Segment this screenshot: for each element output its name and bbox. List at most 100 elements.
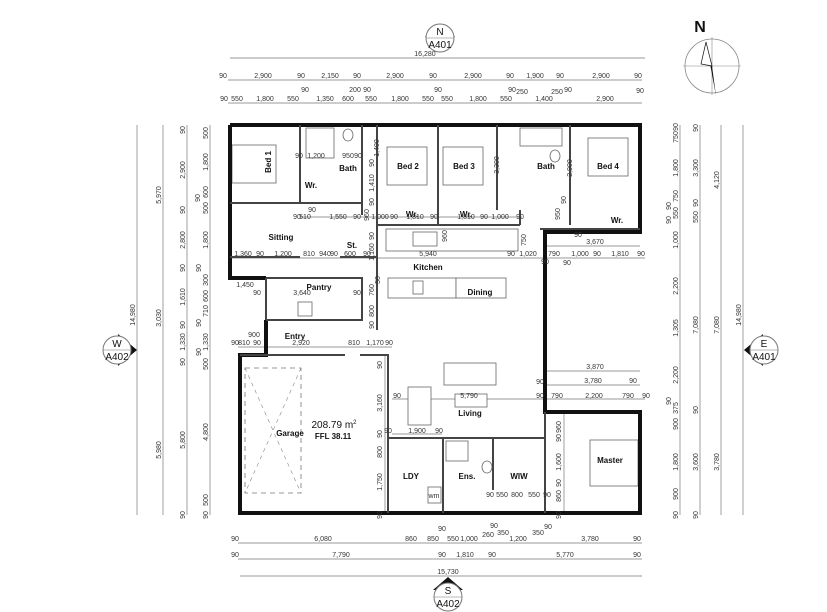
dimension-label: 90 [593, 251, 601, 258]
dimension-label: 90 [490, 523, 498, 530]
dimension-label: 790 [548, 251, 560, 258]
dimension-label: 3,780 [714, 453, 721, 471]
dimension-label: 1,800 [391, 96, 409, 103]
dimension-label: 800 [511, 492, 523, 499]
dimension-label: 90 [369, 232, 376, 240]
bath-1-tub [305, 127, 335, 159]
dimension-label: 4,120 [714, 171, 721, 189]
dimension-label: 1,810 [456, 552, 474, 559]
room-label-bed2: Bed 2 [397, 162, 419, 171]
dimension-label: 90 [544, 524, 552, 531]
dimension-label: 5,980 [156, 441, 163, 459]
dimension-label: 16,280 [414, 51, 436, 58]
pantry-stove [297, 301, 313, 317]
dimension-label: 3,780 [584, 378, 602, 385]
dimension-label: 900 [673, 488, 680, 500]
furniture [231, 127, 639, 504]
dimension-label: 1,800 [203, 153, 210, 171]
dimension-label: 90 [435, 428, 443, 435]
dimension-label: 2,900 [180, 161, 187, 179]
dimension-label: 90 [180, 126, 187, 134]
dimension-label: 90 [363, 251, 371, 258]
dimension-label: 90 [293, 214, 301, 221]
room-label-wr1: Wr. [305, 181, 317, 190]
marker-letter: E [761, 339, 768, 350]
toilet-icon [481, 460, 493, 474]
room-label-kitchen: Kitchen [413, 263, 442, 272]
dimension-label: 5,770 [556, 552, 574, 559]
dimension-label: 90 [220, 96, 228, 103]
dimension-label: 90 [377, 430, 384, 438]
dimension-label: 14,980 [130, 304, 137, 326]
dimension-label: 90 [253, 290, 261, 297]
dimension-label: 90 [693, 406, 700, 414]
dimension-label: 3,300 [494, 156, 501, 174]
sink-icon [412, 280, 424, 295]
dimension-label: 14,980 [736, 304, 743, 326]
dimension-label: 90 [556, 479, 563, 487]
dimension-label: 1,200 [274, 251, 292, 258]
dimension-label: 90 [369, 321, 376, 329]
dimension-label: 90 [377, 511, 384, 519]
dimension-label: 810 [303, 251, 315, 258]
dimension-label: 1,610 [180, 288, 187, 306]
dimension-label: 90 [536, 393, 544, 400]
dining-table [455, 277, 507, 299]
dimension-label: 2,200 [673, 366, 680, 384]
room-label-living: Living [458, 409, 482, 418]
room-label-wiw: WIW [510, 472, 528, 481]
room-label-entry: Entry [285, 332, 306, 341]
dimension-label: 90 [564, 87, 572, 94]
dimension-label: 90 [629, 378, 637, 385]
dimension-label: 3,670 [586, 239, 604, 246]
dimension-label: 375 [673, 402, 680, 414]
dimension-label: 2,900 [386, 73, 404, 80]
dimension-label: 90 [219, 73, 227, 80]
dimension-label: 2,800 [180, 231, 187, 249]
dimension-label: 90 [556, 73, 564, 80]
dimension-label: 90 [180, 358, 187, 366]
section-marker-east: E A401 [744, 334, 779, 366]
dimension-label: 2,900 [254, 73, 272, 80]
dimension-label: 750 [521, 234, 528, 246]
dimension-label: 500 [203, 202, 210, 214]
dimension-label: 90 [693, 511, 700, 519]
dimension-label: 1,000 [673, 231, 680, 249]
bed-4 [587, 137, 629, 177]
dimension-label: 90 [634, 73, 642, 80]
dimension-label: 1,350 [316, 96, 334, 103]
dimension-label: 1,200 [509, 536, 527, 543]
room-label-wr4: Wr. [611, 216, 623, 225]
dimension-label: 550 [447, 536, 459, 543]
kitchen-bench [385, 228, 519, 252]
dimension-label: 90 [301, 87, 309, 94]
dimension-label: 1,800 [673, 159, 680, 177]
finished-floor-level: FFL 38.11 [315, 432, 352, 441]
dimension-label: 600 [203, 290, 210, 302]
dimension-label: 90 [429, 73, 437, 80]
dimension-label: 760 [369, 284, 376, 296]
bed-1 [231, 144, 277, 184]
coffee-table [454, 393, 488, 408]
dimension-label: 1,810 [406, 214, 424, 221]
dimension-label: 1,000 [571, 251, 589, 258]
marker-sheet: A401 [428, 40, 452, 51]
dimension-label: 1,800 [469, 96, 487, 103]
dimension-label: 90 [434, 87, 442, 94]
master-bed [589, 439, 639, 487]
dimension-label: 90 [295, 153, 303, 160]
washing-machine [427, 486, 442, 504]
dimension-label: 90 [556, 511, 563, 519]
dimension-label: 90 [196, 264, 203, 272]
dimension-label: 600 [344, 251, 356, 258]
dimension-label: 90 [543, 492, 551, 499]
dimension-label: 90 [180, 321, 187, 329]
dimension-label: 90 [353, 214, 361, 221]
dimension-label: 750 [673, 131, 680, 143]
dimension-label: 90 [636, 88, 644, 95]
dimension-label: 550 [365, 96, 377, 103]
room-label-wm: wm [428, 493, 440, 500]
dimension-label: 1,400 [374, 139, 381, 157]
dimension-label: 940 [319, 251, 331, 258]
dimension-label: 810 [238, 340, 250, 347]
